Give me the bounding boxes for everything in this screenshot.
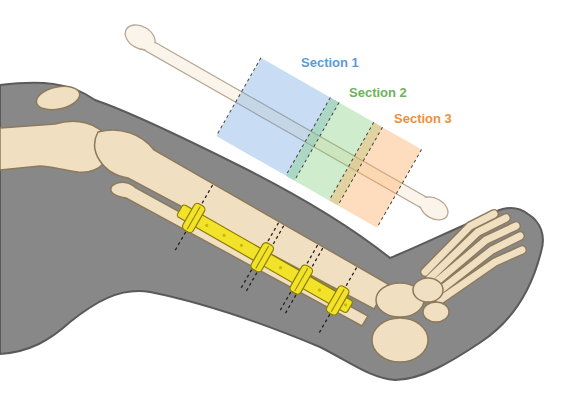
femur — [0, 83, 109, 173]
section-bone — [102, 0, 469, 255]
section-band — [329, 122, 421, 227]
section-label: Section 1 — [300, 56, 360, 71]
foot-bones — [372, 214, 522, 362]
section-label: Section 3 — [393, 112, 453, 127]
section-label: Section 2 — [348, 86, 408, 101]
